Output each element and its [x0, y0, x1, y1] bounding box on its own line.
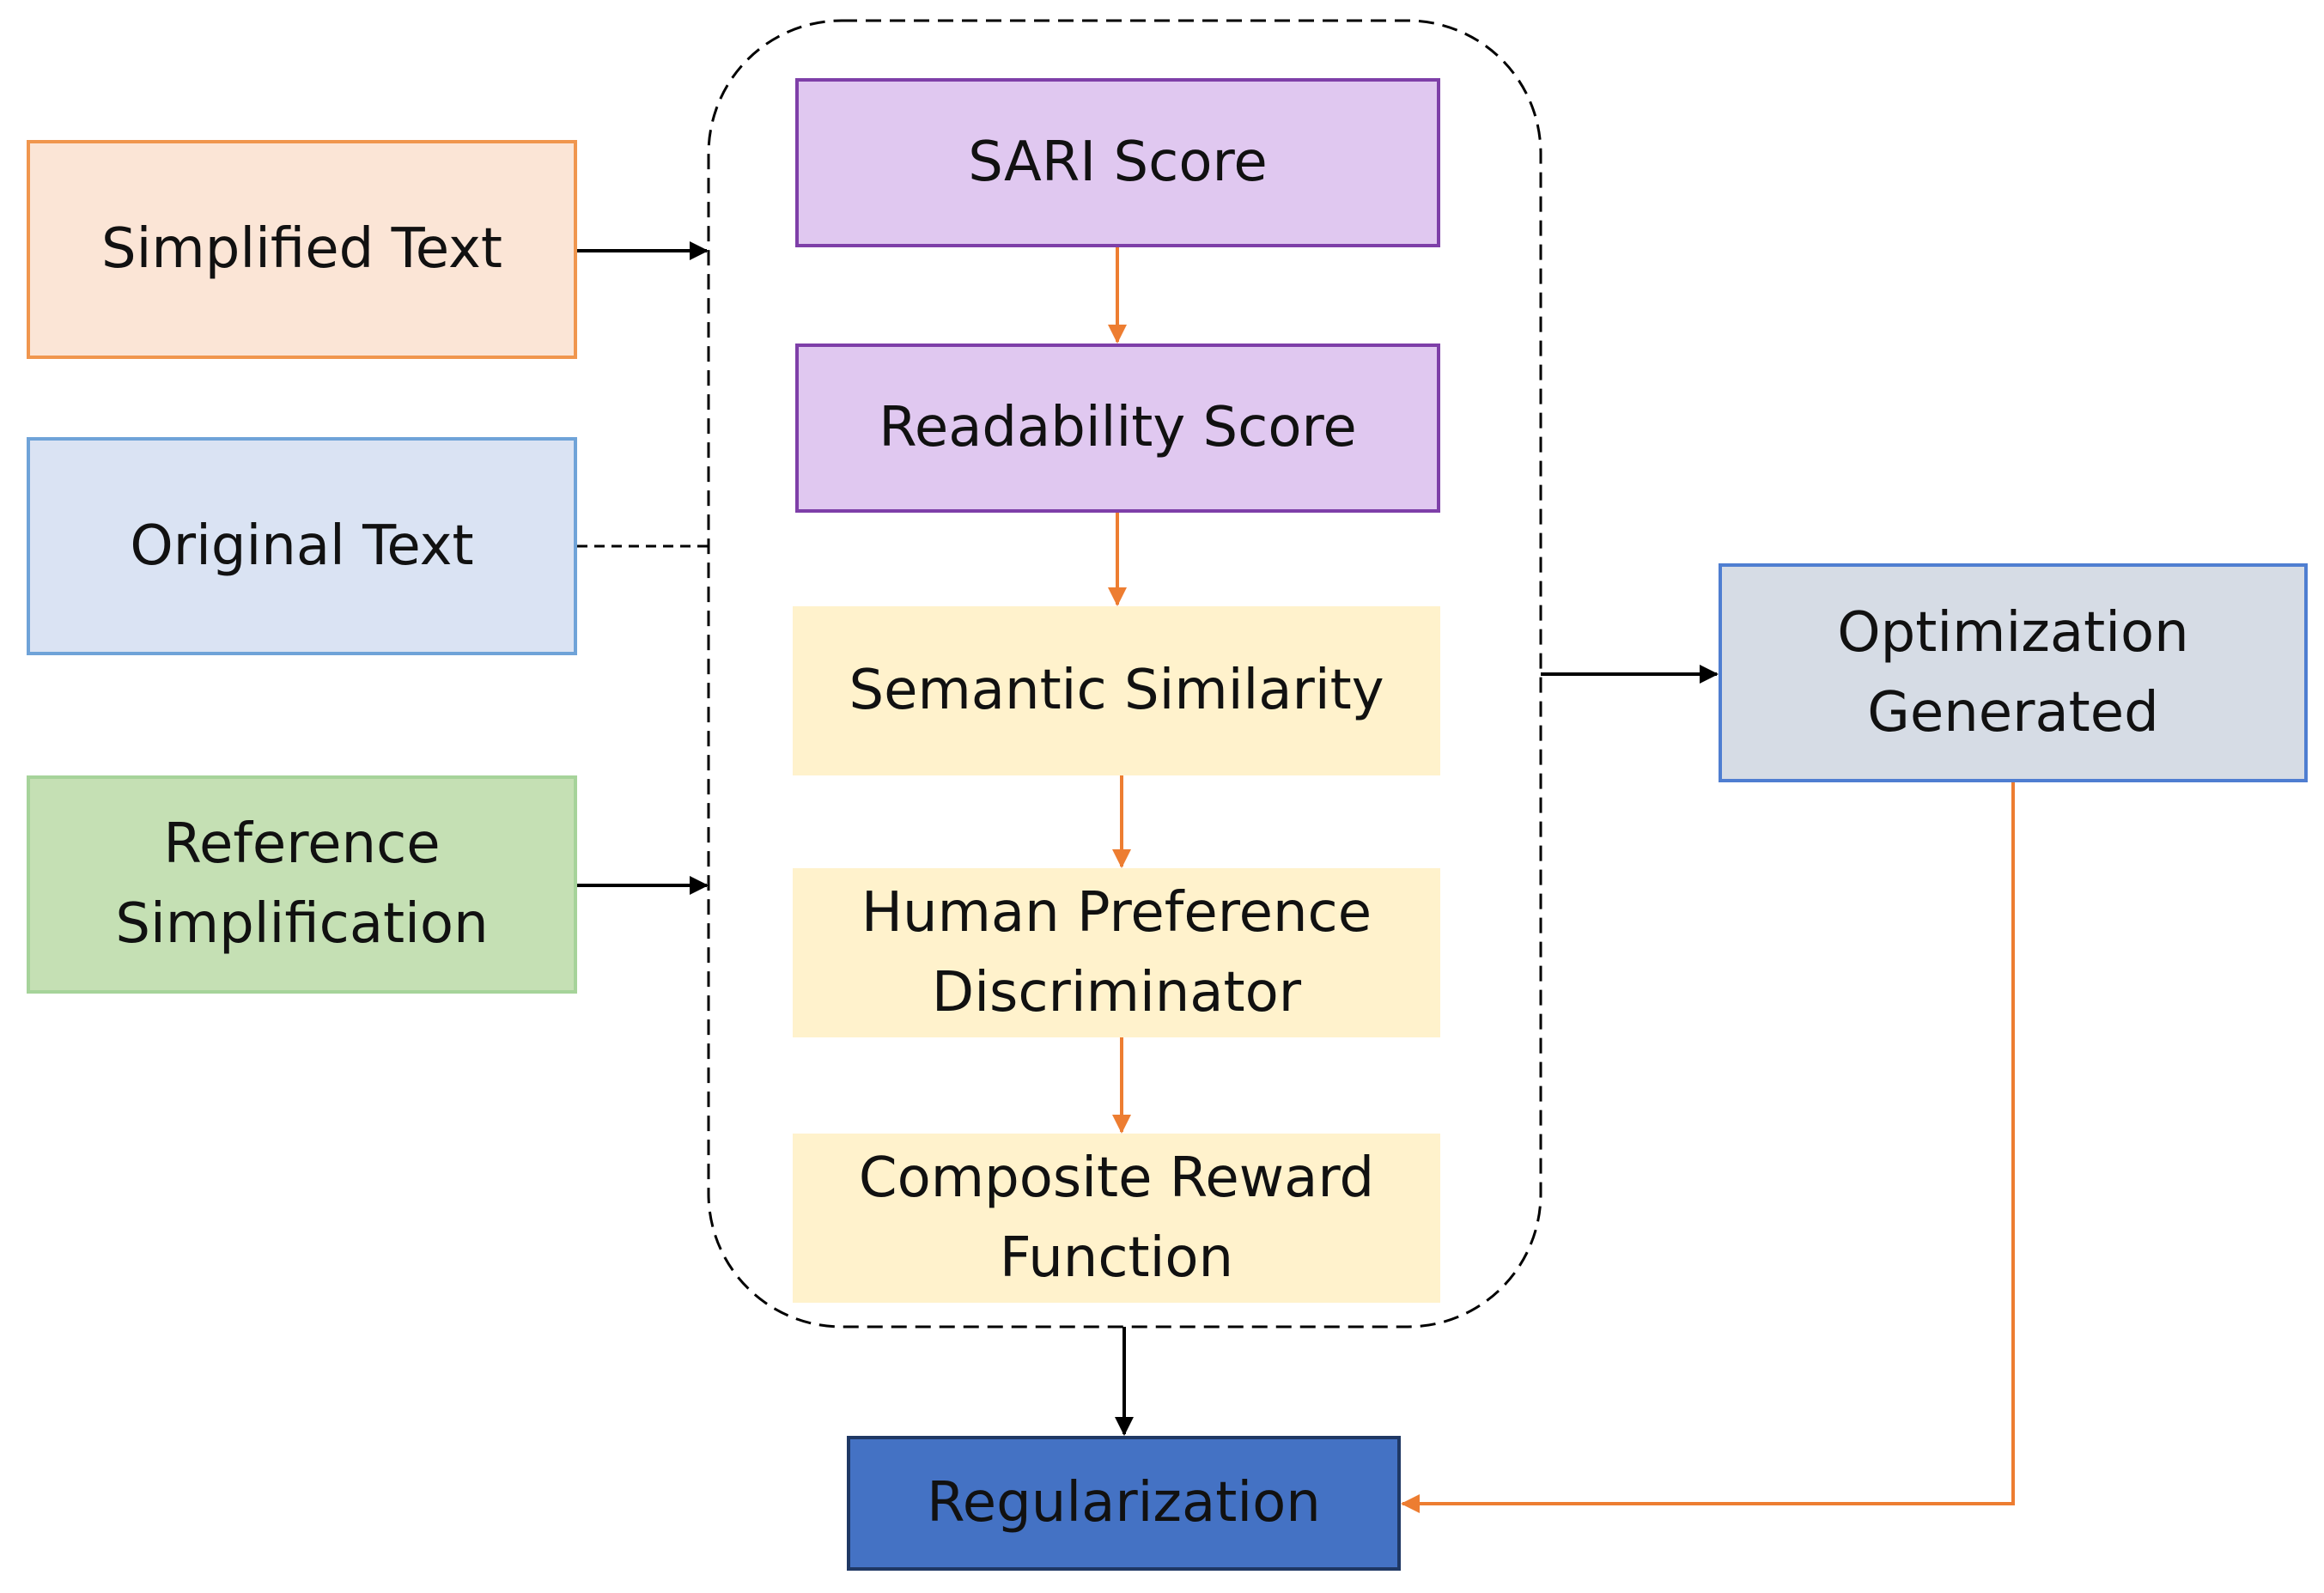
composite-reward-function-label: Composite Reward Function — [858, 1146, 1375, 1290]
human-preference-discriminator-box: Human Preference Discriminator — [793, 868, 1440, 1037]
original-text-box: Original Text — [27, 437, 577, 655]
semantic-similarity-box: Semantic Similarity — [793, 606, 1440, 775]
optimization-generated-box: Optimization Generated — [1719, 563, 2308, 782]
human-preference-discriminator-label: Human Preference Discriminator — [861, 880, 1372, 1025]
readability-score-box: Readability Score — [795, 344, 1440, 513]
reward-module-container — [707, 19, 1542, 1329]
simplified-text-label: Simplified Text — [100, 217, 503, 282]
regularization-label: Regularization — [927, 1471, 1321, 1535]
optimization-generated-label: Optimization Generated — [1837, 600, 2189, 745]
regularization-box: Regularization — [847, 1436, 1401, 1571]
simplified-text-box: Simplified Text — [27, 140, 577, 359]
sari-score-box: SARI Score — [795, 78, 1440, 247]
sari-score-label: SARI Score — [968, 131, 1268, 195]
reference-simplification-box: Reference Simplification — [27, 775, 577, 994]
reference-simplification-label: Reference Simplification — [115, 812, 489, 956]
composite-reward-function-box: Composite Reward Function — [793, 1134, 1440, 1303]
readability-score-label: Readability Score — [879, 396, 1357, 460]
semantic-similarity-label: Semantic Similarity — [849, 659, 1384, 723]
original-text-label: Original Text — [130, 514, 474, 578]
edge-optimization-to-regularization — [1401, 782, 2015, 1513]
